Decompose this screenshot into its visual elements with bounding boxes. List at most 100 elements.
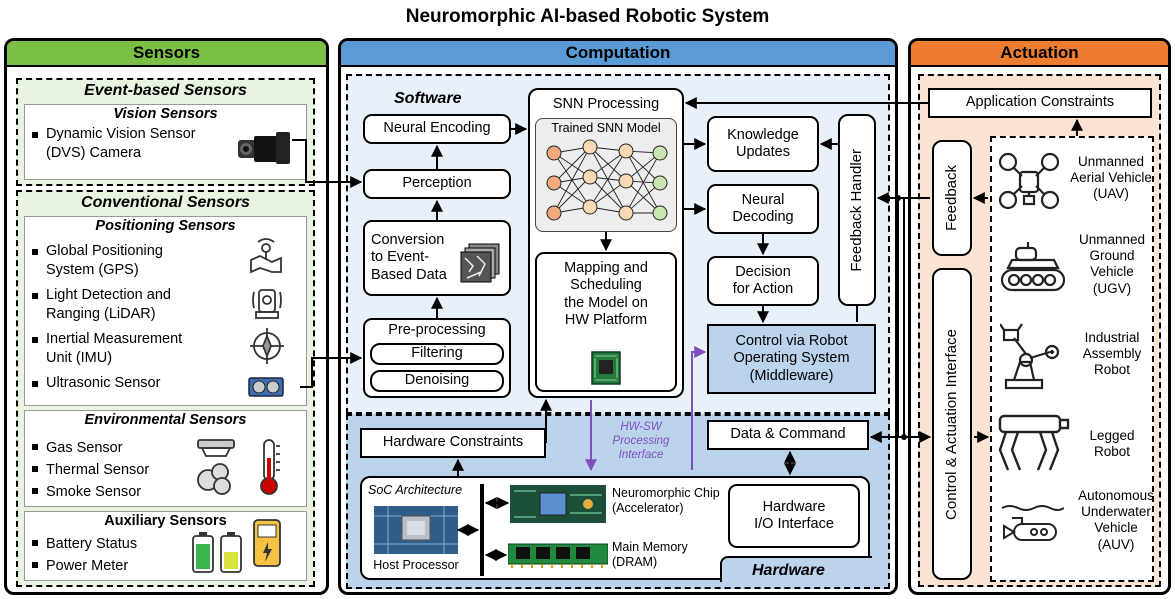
- dram-icon: [508, 543, 608, 568]
- robot-label-line: Underwater: [1081, 504, 1151, 520]
- robot-label-line: Vehicle: [1090, 264, 1134, 280]
- hw-sw-line: Interface: [618, 449, 664, 461]
- knowledge-line: Knowledge: [727, 126, 799, 143]
- control-interface-label: Control & Actuation Interface: [943, 328, 960, 520]
- robot-label-line: Industrial: [1084, 330, 1140, 345]
- app-constraints-box: Application Constraints: [928, 88, 1152, 118]
- computation-heading: Computation: [341, 41, 895, 67]
- robot-label-line: Robot: [1093, 362, 1131, 378]
- line-control-bus-a: [897, 198, 905, 437]
- hw-io-line: Hardware: [762, 498, 826, 515]
- positioning-list: Global Positioning System (GPS) Light De…: [30, 242, 240, 393]
- robot-label-line: Vehicle: [1094, 520, 1138, 536]
- decision-line: Decision: [735, 263, 791, 280]
- robot-label-line: Robot: [1093, 444, 1131, 460]
- environmental-box: [24, 410, 307, 507]
- perception-box: Perception: [363, 169, 511, 199]
- list-item: Power Meter: [30, 555, 190, 577]
- list-item: Thermal Sensor: [30, 459, 200, 481]
- decision-line: for Action: [732, 281, 794, 297]
- filtering-box: Filtering: [370, 343, 504, 365]
- robot-label-line: (AUV): [1097, 536, 1135, 552]
- robot-label-line: (UAV): [1093, 186, 1129, 202]
- battery-icon: [192, 532, 242, 573]
- chip-line: Neuromorphic Chip: [612, 486, 720, 500]
- feedback-box: Feedback: [932, 140, 972, 256]
- junction-dot: [901, 434, 907, 440]
- conventional-sensors-title: Conventional Sensors: [81, 194, 250, 211]
- diagram-title: Neuromorphic AI-based Robotic System: [405, 6, 770, 27]
- host-processor-icon: [374, 506, 458, 554]
- soc-bus: [480, 484, 484, 576]
- vision-sensors-title: Vision Sensors: [113, 106, 218, 122]
- mapping-line: the Model on: [564, 294, 648, 311]
- decoding-line: Decoding: [732, 209, 794, 225]
- list-item: Dynamic Vision Sensor: [30, 125, 230, 144]
- trained-model-label: Trained SNN Model: [551, 121, 661, 135]
- robot-label-line: Unmanned: [1078, 232, 1146, 247]
- industrial-robot-label: Industrial Assembly Robot: [1070, 330, 1154, 379]
- conversion-line: Conversion: [371, 231, 445, 248]
- mapping-box: Mapping and Scheduling the Model on HW P…: [535, 252, 677, 392]
- environmental-title: Environmental Sensors: [84, 412, 247, 428]
- neuromorphic-chip-icon: [510, 485, 606, 523]
- robot-label-line: Legged: [1089, 428, 1135, 443]
- control-ros-line: Operating System: [733, 350, 850, 367]
- list-item: Global Positioning: [30, 242, 240, 261]
- control-ros-line: Control via Robot: [735, 332, 848, 349]
- legged-robot-label: Legged Robot: [1070, 428, 1154, 460]
- map-location-icon: [250, 238, 282, 274]
- auxiliary-title: Auxiliary Sensors: [104, 513, 227, 529]
- hardware-constraints-box: Hardware Constraints: [360, 428, 546, 458]
- sensors-heading: Sensors: [7, 41, 326, 67]
- hw-io-line: I/O Interface: [754, 516, 834, 532]
- hw-sw-interface-label: HW-SW Processing Interface: [604, 420, 678, 462]
- neuromorphic-chip-label: Neuromorphic Chip (Accelerator): [612, 486, 720, 516]
- lidar-icon: [252, 289, 282, 319]
- camera-icon: [238, 132, 290, 164]
- drone-icon: [998, 152, 1060, 210]
- actuation-heading: Actuation: [911, 41, 1168, 67]
- feedback-handler-label: Feedback Handler: [848, 148, 865, 272]
- snn-processing-label: SNN Processing: [552, 96, 660, 112]
- ugv-label: Unmanned Ground Vehicle (UGV): [1070, 232, 1154, 297]
- list-item: Light Detection and: [30, 286, 240, 305]
- tank-robot-icon: [1000, 242, 1066, 292]
- list-item: Unit (IMU): [46, 350, 113, 366]
- vision-sensor-list: Dynamic Vision Sensor (DVS) Camera: [30, 125, 230, 163]
- list-item: System (GPS): [46, 262, 139, 278]
- data-command-box: Data & Command: [707, 420, 869, 450]
- event-sensors-title: Event-based Sensors: [84, 82, 247, 99]
- soc-label: SoC Architecture: [368, 483, 463, 497]
- feedback-handler-box: Feedback Handler: [838, 114, 876, 306]
- conversion-line: to Event-: [371, 249, 430, 266]
- list-item: Gas Sensor: [30, 437, 200, 459]
- robot-label-line: (UGV): [1092, 280, 1132, 296]
- neural-network-icon: [546, 139, 668, 221]
- hw-sw-line: HW-SW: [620, 421, 662, 433]
- mapping-line: Mapping and: [564, 260, 648, 276]
- list-item: Ultrasonic Sensor: [30, 374, 240, 393]
- knowledge-line: Updates: [735, 144, 790, 160]
- conversion-line: Based Data: [371, 266, 447, 283]
- preprocessing-label: Pre-processing: [388, 322, 486, 338]
- robot-label-line: Ground: [1089, 248, 1135, 264]
- denoising-box: Denoising: [370, 370, 504, 392]
- robot-arm-icon: [1000, 323, 1060, 390]
- list-item: Ranging (LiDAR): [46, 306, 156, 322]
- event-data-icon: [460, 243, 500, 283]
- uav-label: Unmanned Aerial Vehicle (UAV): [1068, 154, 1154, 203]
- control-ros-line: (Middleware): [749, 367, 834, 384]
- robot-label-line: Unmanned: [1077, 154, 1145, 169]
- auv-label: Autonomous Underwater Vehicle (AUV): [1070, 488, 1162, 553]
- host-processor-label: Host Processor: [373, 558, 459, 572]
- list-item: Smoke Sensor: [30, 481, 200, 503]
- robot-label-line: Aerial Vehicle: [1070, 170, 1152, 186]
- list-item: Battery Status: [30, 533, 190, 555]
- submarine-icon: [1001, 505, 1064, 541]
- thermometer-icon: [260, 439, 280, 495]
- positioning-title: Positioning Sensors: [95, 218, 236, 234]
